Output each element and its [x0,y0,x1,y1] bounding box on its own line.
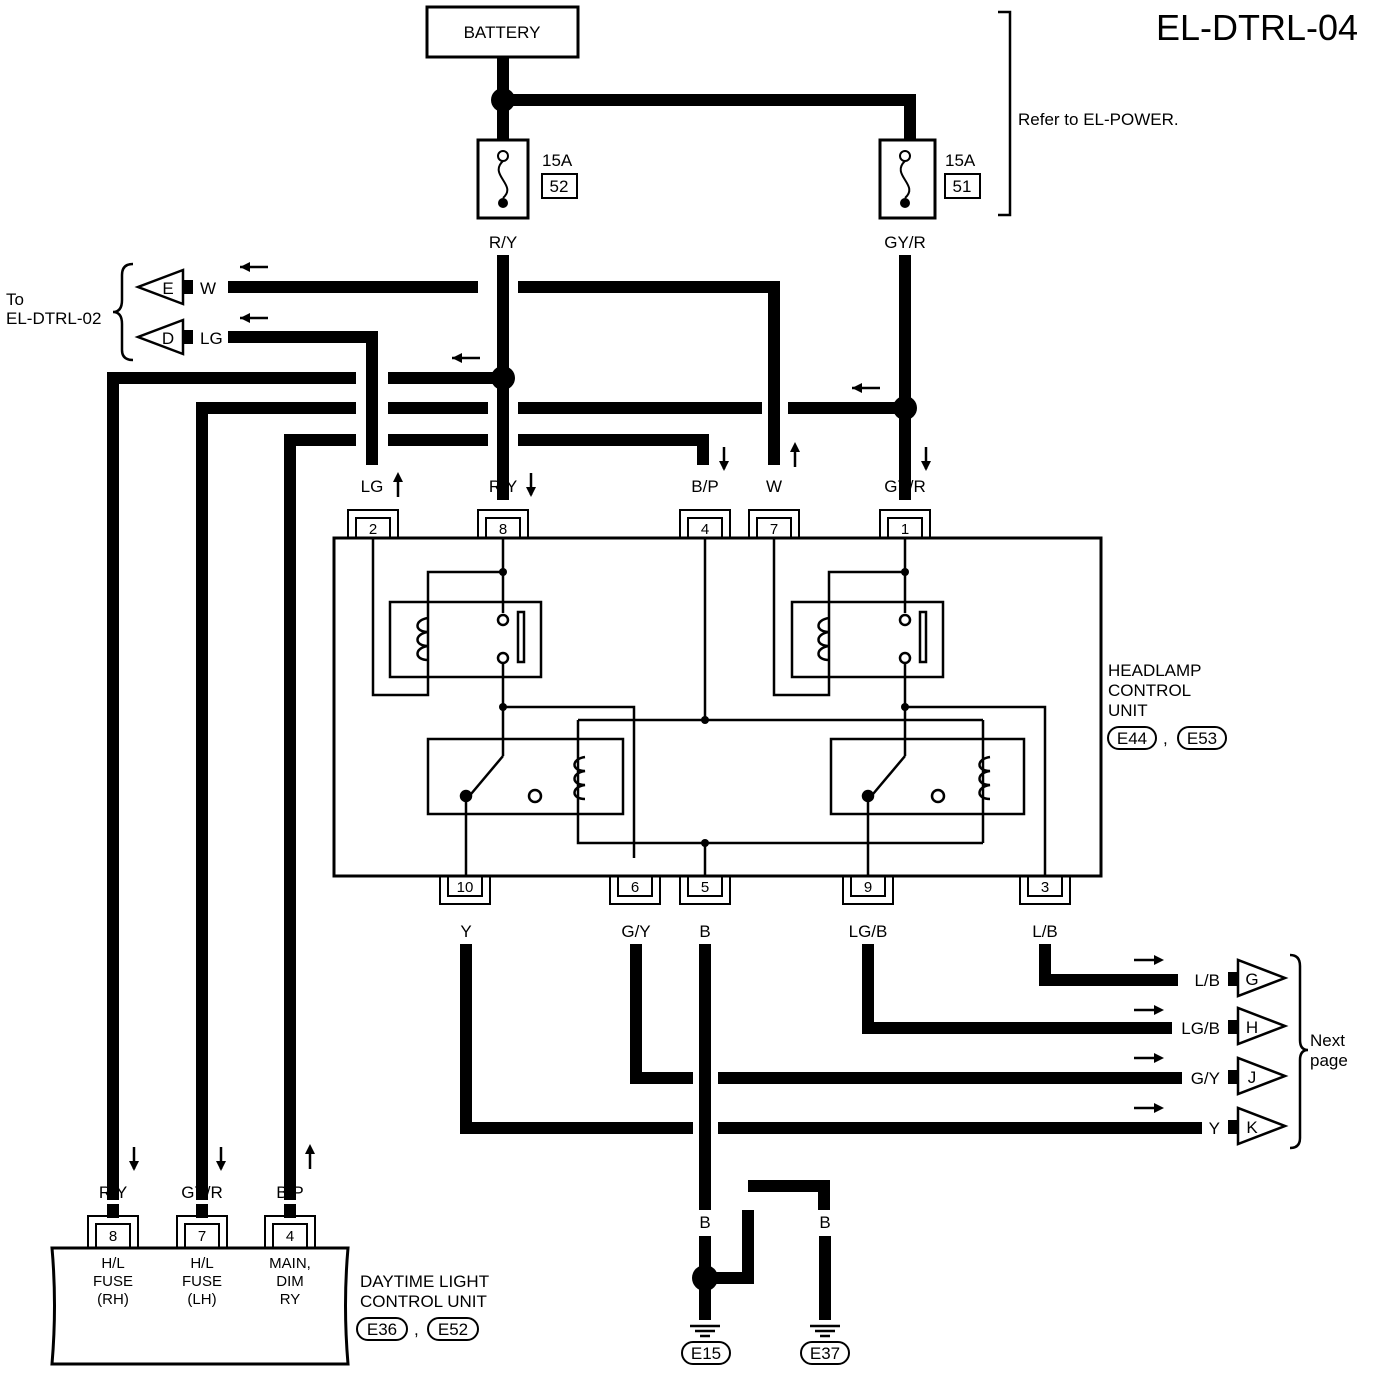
dlcu-pin-7-label-2: FUSE [182,1273,222,1290]
fuse-51-number: 51 [953,177,972,196]
dlcu-pin-8-label-3: (RH) [97,1291,129,1308]
refer-bracket [998,10,1012,217]
dlcu-label: DAYTIME LIGHT CONTROL UNIT E36 , E52 [356,1272,489,1341]
dlcu-pin-7: 7 [198,1228,206,1245]
daytime-light-control-unit: 8 7 4 H/L FUSE (RH) H/L FUSE (LH) MAIN, … [50,1215,350,1366]
hcu-top-wire-4: B/P [691,477,718,496]
dlcu-pin-4: 4 [286,1228,294,1245]
ground-wire-b-2: B [742,1213,753,1232]
connector-e-wire: W [200,279,216,298]
hcu-connector-e53: E53 [1187,729,1217,748]
hcu-label-1: HEADLAMP [1108,661,1202,680]
dlcu-pin-8-label-1: H/L [101,1255,124,1272]
hcu-connector-sep: , [1163,729,1168,748]
fuse-51-amps: 15A [945,151,976,170]
fuse-52-number: 52 [550,177,569,196]
connector-d: D LG [134,318,223,356]
dlcu-pin-4-label-2: DIM [276,1273,304,1290]
dlcu-label-1: DAYTIME LIGHT [360,1272,489,1291]
hcu-label-3: UNIT [1108,701,1148,720]
hcu-pin-9: 9 [864,879,872,896]
hcu-pin-1: 1 [901,521,909,538]
dlcu-connector-e36: E36 [367,1320,397,1339]
hcu-internal-center [578,538,983,876]
fuse-52: 15A 52 [476,138,578,220]
to-page-label-2: EL-DTRL-02 [6,309,101,328]
dlcu-pin-4-label-3: RY [280,1291,301,1308]
hcu-pin-3: 3 [1041,879,1049,896]
dlcu-pin-8-label-2: FUSE [93,1273,133,1290]
hcu-connector-e44: E44 [1117,729,1147,748]
dlcu-wire-4: B/P [276,1183,303,1202]
next-page-label-1: Next [1310,1031,1345,1050]
hcu-bottom-wire-10: Y [460,922,471,941]
hcu-bottom-wire-3: L/B [1032,922,1058,941]
dlcu-pin-7-label-3: (LH) [187,1291,216,1308]
diagram-title: EL-DTRL-04 [1156,7,1358,48]
fuse-51-wire-color: GY/R [884,233,926,252]
hcu-top-pins: 2 8 4 7 1 [347,509,931,539]
dlcu-connector-sep: , [414,1320,419,1339]
connector-d-letter: D [162,329,174,348]
ground-e37-label: E37 [810,1344,840,1363]
ground-wire-b-1: B [699,1213,710,1232]
hcu-pin-7: 7 [770,521,778,538]
next-page-connectors: L/B G LG/B H G/Y J Y K Next page [1181,953,1348,1150]
connector-j-wire: G/Y [1191,1069,1220,1088]
dlcu-pin-7-label-1: H/L [190,1255,213,1272]
connector-d-wire: LG [200,329,223,348]
ground-wire-b-3: B [819,1213,830,1232]
dlcu-pin-8: 8 [109,1228,117,1245]
dlcu-wire-7: GY/R [181,1183,223,1202]
refer-note: Refer to EL-POWER. [1018,110,1179,129]
hcu-bottom-wire-5: B [699,922,710,941]
connector-g-wire: L/B [1194,971,1220,990]
hcu-top-wire-8: R/Y [489,477,517,496]
connector-k-letter: K [1246,1118,1258,1137]
battery: BATTERY [425,5,580,59]
ground-e15: E15 [681,1324,731,1365]
connector-h-letter: H [1246,1018,1258,1037]
to-page-label-1: To [6,290,24,309]
ground-e15-label: E15 [691,1344,721,1363]
connector-h-wire: LG/B [1181,1019,1220,1038]
hcu-label-2: CONTROL [1108,681,1191,700]
hcu-pin-6: 6 [631,879,639,896]
ground-e37: E37 [800,1324,850,1365]
fuse-51: 15A 51 [878,138,981,220]
to-page-connectors: To EL-DTRL-02 E W D LG [6,262,223,362]
hcu-label: HEADLAMP CONTROL UNIT E44 , E53 [1107,661,1227,750]
connector-e: E W [134,268,216,306]
connector-g-letter: G [1245,970,1258,989]
hcu-internal-left [371,538,705,876]
hcu-bottom-wire-6: G/Y [621,922,650,941]
dlcu-label-2: CONTROL UNIT [360,1292,487,1311]
hcu-internal-right [772,538,1047,876]
connector-k-wire: Y [1209,1119,1220,1138]
fuse-52-amps: 15A [542,151,573,170]
dlcu-pin-4-label-1: MAIN, [269,1255,311,1272]
hcu-top-wire-2: LG [361,477,384,496]
battery-label: BATTERY [464,23,541,42]
dlcu-wire-8: R/Y [99,1183,127,1202]
hcu-pin-8: 8 [499,521,507,538]
hcu-pin-10: 10 [457,879,474,896]
hcu-top-wire-1: GY/R [884,477,926,496]
hcu-bottom-pins: 10 6 5 9 3 [439,875,1071,905]
hcu-pin-5: 5 [701,879,709,896]
hcu-pin-4: 4 [701,521,709,538]
connector-e-letter: E [162,279,173,298]
hcu-pin-2: 2 [369,521,377,538]
current-flow-arrows [129,262,1164,1171]
connector-j-letter: J [1248,1068,1257,1087]
next-page-label-2: page [1310,1051,1348,1070]
hcu-top-wire-7: W [766,477,782,496]
fuse-52-wire-color: R/Y [489,233,517,252]
dlcu-connector-e52: E52 [438,1320,468,1339]
hcu-bottom-wire-9: LG/B [849,922,888,941]
